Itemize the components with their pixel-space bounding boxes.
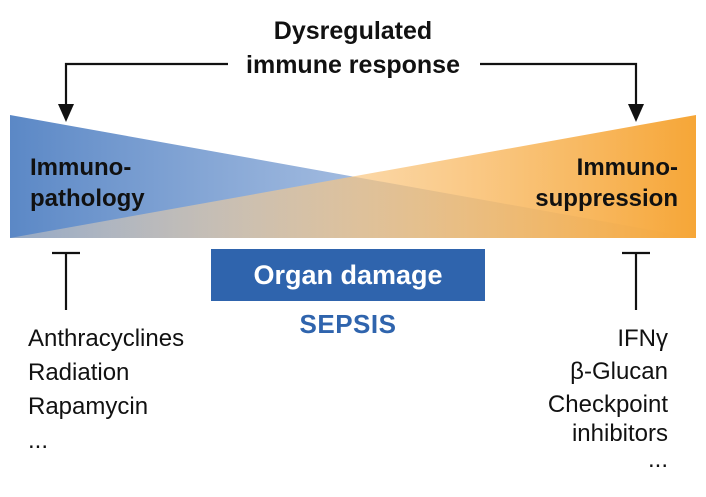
immunosuppression-wedge (10, 115, 696, 238)
organ-damage-box: Organ damage (211, 249, 485, 301)
left-treatment-list: Anthracyclines Radiation Rapamycin ... (28, 322, 184, 458)
title-line-2: immune response (246, 51, 460, 79)
right-list-item: ... (647, 446, 668, 473)
left-down-arrow-icon (58, 104, 74, 122)
right-inhibition-bar (622, 251, 650, 310)
immunosuppression-label: Immuno- suppression (535, 152, 678, 214)
right-treatment-list: IFNγ β-Glucan Checkpoint inhibitors ... (548, 322, 668, 473)
right-list-item: inhibitors (571, 420, 668, 447)
right-list-item: β-Glucan (570, 358, 668, 385)
left-label-line-2: pathology (30, 185, 145, 212)
immunopathology-label: Immuno- pathology (30, 152, 145, 214)
sepsis-label: SEPSIS (299, 309, 397, 339)
left-list-item: ... (28, 427, 49, 454)
right-list-item: Checkpoint (547, 391, 668, 418)
right-list-item: IFNγ (617, 325, 668, 352)
organ-damage-label: Organ damage (253, 259, 443, 290)
right-down-arrow-icon (628, 104, 644, 122)
left-list-item: Radiation (28, 359, 130, 386)
left-label-line-1: Immuno- (30, 154, 132, 181)
title-line-1: Dysregulated (273, 17, 433, 45)
left-inhibition-bar (52, 251, 80, 310)
left-list-item: Anthracyclines (28, 325, 185, 352)
left-list-item: Rapamycin (28, 393, 149, 420)
right-label-line-2: suppression (535, 185, 678, 212)
response-bracket (64, 62, 638, 108)
right-label-line-1: Immuno- (576, 154, 678, 181)
